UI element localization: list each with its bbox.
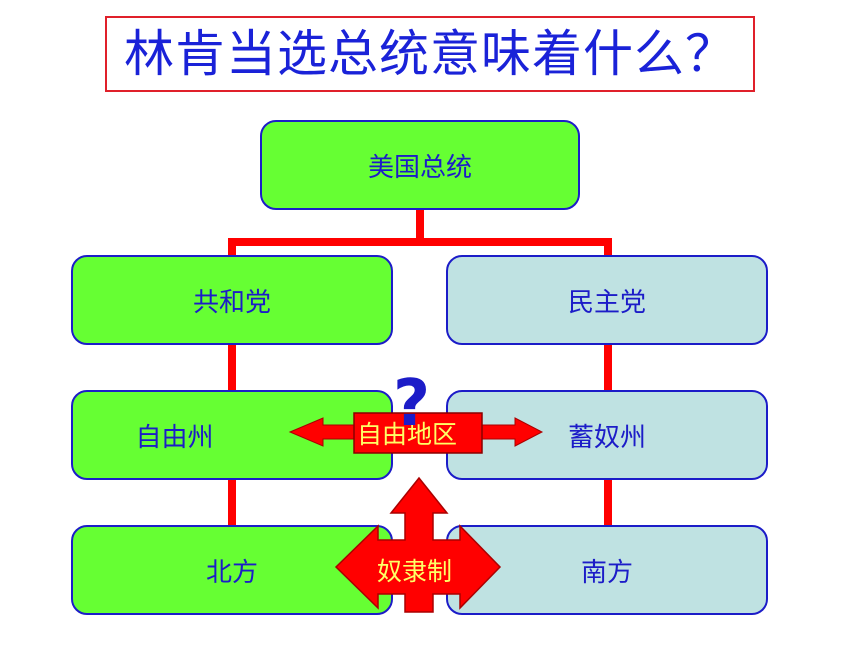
question-mark: ? bbox=[393, 367, 431, 441]
slavery-label: 奴隶制 bbox=[377, 557, 453, 586]
slavery-cross-arrow bbox=[334, 476, 502, 613]
free-region-label-box bbox=[353, 412, 483, 454]
node-republican-label: 共和党 bbox=[192, 287, 271, 318]
connector-right-drop bbox=[604, 238, 612, 258]
connector-rep-to-free bbox=[228, 343, 236, 393]
connector-slave-to-south bbox=[604, 478, 612, 528]
connector-left-drop bbox=[228, 238, 236, 258]
node-south: 南方 bbox=[446, 525, 768, 615]
connector-horizontal bbox=[228, 238, 612, 246]
node-north-label: 北方 bbox=[205, 557, 258, 588]
connector-dem-to-slave bbox=[604, 343, 612, 393]
node-north: 北方 bbox=[71, 525, 393, 615]
node-democratic-label: 民主党 bbox=[567, 287, 646, 318]
node-slave-states-label: 蓄奴州 bbox=[567, 422, 646, 453]
connector-president-down bbox=[416, 208, 424, 244]
node-president: 美国总统 bbox=[260, 120, 580, 210]
node-democratic: 民主党 bbox=[446, 255, 768, 345]
node-republican: 共和党 bbox=[71, 255, 393, 345]
free-region-label: 自由地区 bbox=[357, 420, 458, 449]
page-title: 林肯当选总统意味着什么？ bbox=[124, 25, 736, 83]
node-free-states-label: 自由州 bbox=[135, 422, 214, 453]
connector-free-to-north bbox=[228, 478, 236, 528]
title-box: 林肯当选总统意味着什么？ bbox=[105, 16, 755, 92]
node-south-label: 南方 bbox=[580, 557, 633, 588]
node-president-label: 美国总统 bbox=[367, 152, 472, 183]
